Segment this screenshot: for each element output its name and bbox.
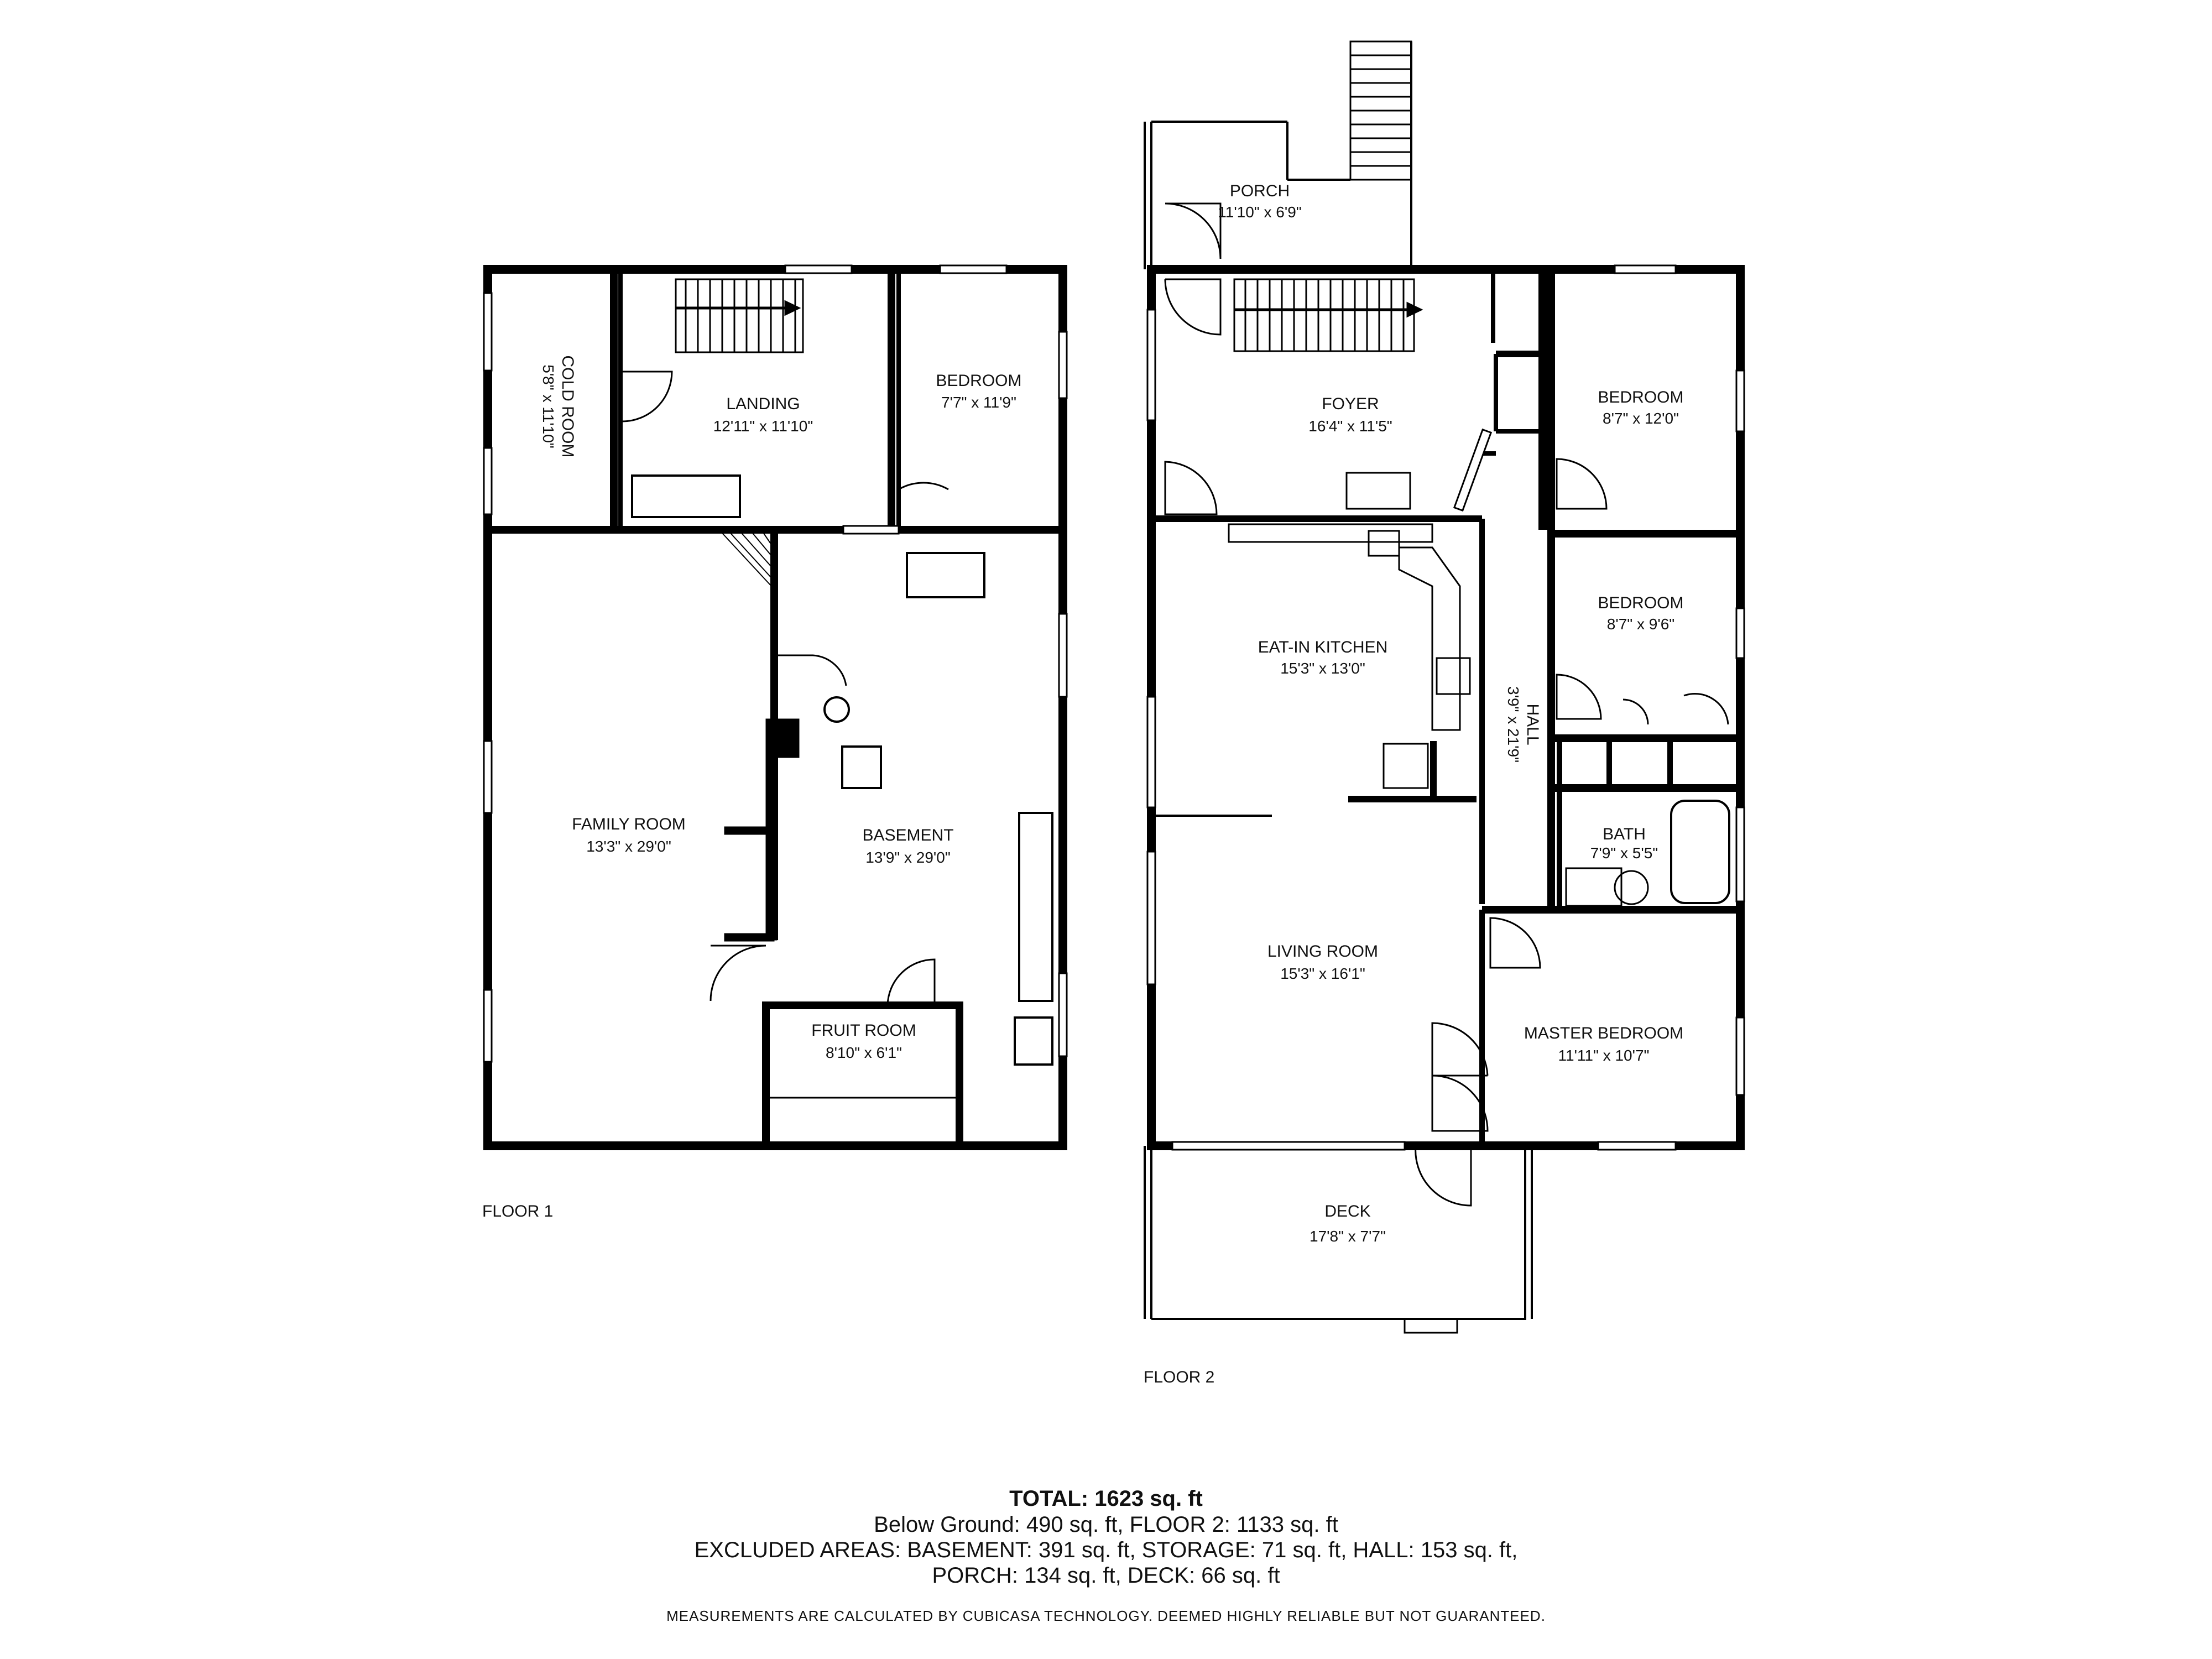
stairs bbox=[1233, 278, 1423, 352]
room-dims: 17'8" x 7'7" bbox=[1310, 1228, 1386, 1245]
excluded-areas-continued: PORCH: 134 sq. ft, DECK: 66 sq. ft bbox=[932, 1563, 1280, 1588]
room-labels: COLD ROOM 5'8" x 11'10" LANDING 12'11" x… bbox=[482, 182, 1684, 1386]
room-dims: 7'7" x 11'9" bbox=[941, 394, 1016, 411]
chimney bbox=[771, 718, 800, 758]
room-dims: 12'11" x 11'10" bbox=[713, 418, 813, 435]
toilet-icon bbox=[1614, 870, 1649, 905]
room-name: FAMILY ROOM bbox=[572, 815, 686, 833]
floor-2-label: FLOOR 2 bbox=[1144, 1368, 1214, 1386]
counter bbox=[631, 474, 741, 518]
room-name: MASTER BEDROOM bbox=[1524, 1024, 1683, 1042]
bathtub-icon bbox=[1670, 800, 1730, 904]
floor-2-plan bbox=[1144, 40, 1745, 1334]
room-dims: 16'4" x 11'5" bbox=[1308, 418, 1392, 435]
room-name: COLD ROOM bbox=[559, 355, 577, 457]
room-dims: 8'7" x 12'0" bbox=[1603, 410, 1679, 427]
disclaimer: MEASUREMENTS ARE CALCULATED BY CUBICASA … bbox=[666, 1608, 1546, 1624]
room-name: FOYER bbox=[1322, 395, 1379, 413]
total-area: TOTAL: 1623 sq. ft bbox=[1009, 1486, 1203, 1511]
room-name: BASEMENT bbox=[862, 826, 953, 844]
counter bbox=[1018, 812, 1053, 1002]
sink-icon bbox=[1368, 530, 1400, 557]
room-name: HALL bbox=[1524, 703, 1542, 745]
kitchen-counter bbox=[1228, 472, 1471, 789]
stairs bbox=[675, 278, 804, 353]
floor-1-plan bbox=[483, 264, 1068, 1150]
fruit-room-wall bbox=[762, 1001, 963, 1150]
room-dims: 11'10" x 6'9" bbox=[1218, 204, 1301, 221]
room-dims: 8'10" x 6'1" bbox=[826, 1044, 902, 1061]
appliance bbox=[906, 552, 985, 598]
wall bbox=[724, 826, 775, 835]
room-name: BEDROOM bbox=[1598, 594, 1683, 612]
floor-1-label: FLOOR 1 bbox=[482, 1202, 553, 1220]
wall bbox=[724, 933, 775, 942]
room-name: PORCH bbox=[1230, 182, 1290, 200]
room-dims: 13'3" x 29'0" bbox=[586, 838, 671, 855]
room-dims: 11'11" x 10'7" bbox=[1558, 1047, 1650, 1064]
stairs bbox=[721, 532, 772, 587]
room-dims: 15'3" x 13'0" bbox=[1280, 660, 1365, 677]
room-name: BEDROOM bbox=[936, 372, 1021, 390]
water-heater-icon bbox=[823, 696, 850, 723]
room-name: LIVING ROOM bbox=[1267, 942, 1378, 961]
room-name: DECK bbox=[1324, 1202, 1370, 1220]
sink-icon bbox=[1014, 1016, 1053, 1066]
porch-rail bbox=[1144, 41, 1412, 269]
excluded-areas: EXCLUDED AREAS: BASEMENT: 391 sq. ft, ST… bbox=[694, 1538, 1518, 1562]
door bbox=[1164, 202, 1729, 1207]
room-dims: 5'8" x 11'10" bbox=[540, 364, 557, 448]
window bbox=[483, 264, 1068, 1063]
room-dims: 15'3" x 16'1" bbox=[1280, 965, 1365, 982]
room-name: BATH bbox=[1603, 825, 1646, 843]
area-breakdown: Below Ground: 490 sq. ft, FLOOR 2: 1133 … bbox=[874, 1512, 1338, 1537]
window bbox=[1146, 264, 1745, 1151]
room-name: LANDING bbox=[726, 395, 800, 413]
room-dims: 13'9" x 29'0" bbox=[865, 849, 951, 866]
counter bbox=[1345, 472, 1411, 510]
sink-icon bbox=[1565, 867, 1623, 907]
deck-rail bbox=[1144, 1146, 1533, 1334]
refrigerator bbox=[1383, 743, 1429, 789]
room-dims: 8'7" x 9'6" bbox=[1607, 615, 1674, 633]
room-name: EAT-IN KITCHEN bbox=[1258, 638, 1387, 656]
porch-stairs bbox=[1349, 40, 1412, 181]
room-name: FRUIT ROOM bbox=[811, 1021, 916, 1040]
stove-icon bbox=[1436, 657, 1471, 695]
room-name: BEDROOM bbox=[1598, 388, 1683, 406]
appliance bbox=[841, 745, 882, 789]
door bbox=[622, 371, 949, 1006]
room-dims: 7'9" x 5'5" bbox=[1590, 844, 1658, 862]
room-dims: 3'9" x 21'9" bbox=[1505, 686, 1522, 763]
